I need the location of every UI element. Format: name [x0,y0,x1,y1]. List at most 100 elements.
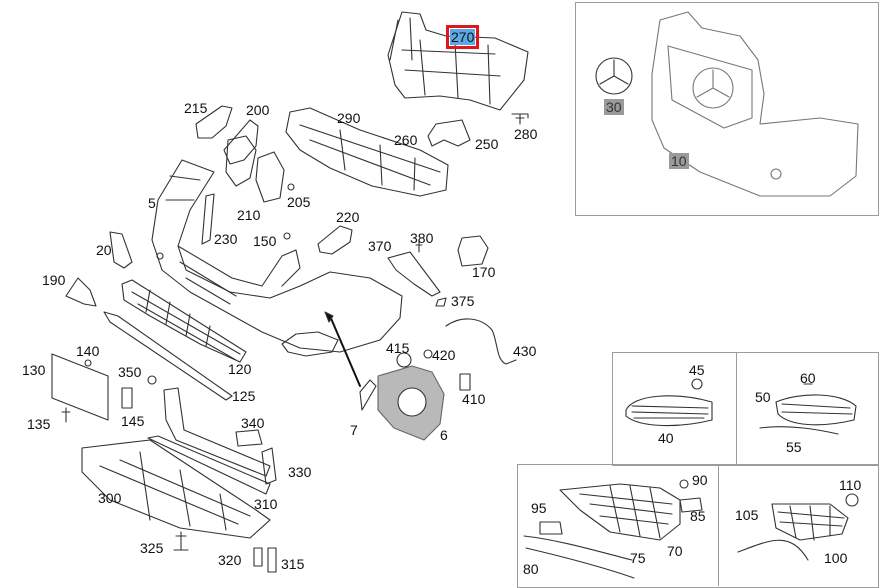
callout-55[interactable]: 55 [786,439,802,455]
part-150-clip[interactable] [283,232,291,240]
part-350-screw[interactable] [147,375,157,385]
part-200-bracket[interactable] [223,119,259,165]
callout-110[interactable]: 110 [839,477,862,493]
callout-220[interactable]: 220 [336,209,360,225]
callout-310[interactable]: 310 [254,496,278,512]
callout-30[interactable]: 30 [604,99,624,115]
callout-75[interactable]: 75 [630,550,646,566]
callout-350[interactable]: 350 [118,364,142,380]
callout-105[interactable]: 105 [735,507,759,523]
part-315-clip[interactable] [267,547,277,573]
part-300-undertray[interactable] [81,439,271,539]
part-55-strip[interactable] [759,426,839,435]
part-270-bracket[interactable] [387,11,529,111]
callout-325[interactable]: 325 [140,540,164,556]
callout-430[interactable]: 430 [513,343,537,359]
part-135-screw[interactable] [61,407,71,423]
callout-190[interactable]: 190 [42,272,66,288]
callout-210[interactable]: 210 [237,207,261,223]
callout-205[interactable]: 205 [287,194,311,210]
callout-125[interactable]: 125 [232,388,256,404]
callout-230[interactable]: 230 [214,231,238,247]
callout-415[interactable]: 415 [386,340,410,356]
callout-300[interactable]: 300 [98,490,122,506]
callout-330[interactable]: 330 [288,464,312,480]
part-310-rail[interactable] [147,435,271,495]
callout-120[interactable]: 120 [228,361,252,377]
part-370-bracket[interactable] [387,251,441,297]
part-430-harness[interactable] [445,318,517,365]
part-220-bracket[interactable] [317,225,353,255]
callout-260[interactable]: 260 [394,132,418,148]
part-230-strip[interactable] [201,193,215,245]
part-325-screw[interactable] [173,531,189,551]
part-410-connector[interactable] [459,373,471,391]
part-375-clip[interactable] [435,297,447,307]
part-140-clip[interactable] [84,359,92,367]
callout-5[interactable]: 5 [148,195,156,211]
callout-140[interactable]: 140 [76,343,100,359]
part-190-trim[interactable] [65,277,97,307]
part-70-fog-grille[interactable] [559,483,681,541]
callout-135[interactable]: 135 [27,416,51,432]
callout-70[interactable]: 70 [667,543,683,559]
part-125-strip[interactable] [103,311,233,401]
part-210-bracket[interactable] [225,135,285,203]
callout-7[interactable]: 7 [350,422,358,438]
callout-10[interactable]: 10 [669,153,689,169]
callout-370[interactable]: 370 [368,238,392,254]
callout-130[interactable]: 130 [22,362,46,378]
callout-270[interactable]: 270 [445,25,480,49]
part-110-clip[interactable] [845,493,859,507]
part-380-screw[interactable] [415,239,423,253]
callout-50[interactable]: 50 [755,389,771,405]
part-290-crossmember[interactable] [285,107,449,197]
callout-250[interactable]: 250 [475,136,499,152]
part-80-strip[interactable] [525,547,635,579]
callout-290[interactable]: 290 [337,110,361,126]
part-45-clip[interactable] [691,378,703,390]
callout-215[interactable]: 215 [184,100,208,116]
part-120-lower-grille[interactable] [121,279,247,363]
callout-80[interactable]: 80 [523,561,539,577]
part-100-fog-grille[interactable] [771,503,849,541]
part-170-cover[interactable] [457,235,489,267]
callout-410[interactable]: 410 [462,391,486,407]
callout-420[interactable]: 420 [432,347,456,363]
callout-90[interactable]: 90 [692,472,708,488]
part-205-clip[interactable] [287,183,295,191]
part-50-foglamp-trim[interactable] [775,394,857,426]
callout-380[interactable]: 380 [410,230,434,246]
callout-280[interactable]: 280 [514,126,538,142]
part-215-bracket[interactable] [195,105,233,139]
part-30-star-emblem[interactable] [595,57,633,95]
callout-150[interactable]: 150 [253,233,277,249]
callout-375[interactable]: 375 [451,293,475,309]
callout-170[interactable]: 170 [472,264,496,280]
part-20-cap[interactable] [109,231,133,269]
callout-100[interactable]: 100 [824,550,848,566]
callout-145[interactable]: 145 [121,413,145,429]
part-7-trim[interactable] [359,379,377,411]
part-85-bracket[interactable] [679,497,703,513]
callout-95[interactable]: 95 [531,500,547,516]
callout-315[interactable]: 315 [281,556,305,572]
part-250-bracket[interactable] [427,119,471,147]
part-130-plate-holder[interactable] [51,353,109,421]
callout-60[interactable]: 60 [800,370,816,386]
part-415-sensor[interactable] [396,352,412,368]
callout-45[interactable]: 45 [689,362,705,378]
part-75-strip[interactable] [523,535,633,561]
part-6-fog-bezel[interactable] [377,365,445,441]
part-420-clip[interactable] [423,349,433,359]
part-145-bracket[interactable] [121,387,133,409]
callout-320[interactable]: 320 [218,552,242,568]
part-280-screw[interactable] [511,113,529,125]
callout-340[interactable]: 340 [241,415,265,431]
part-340-cover[interactable] [235,429,263,447]
part-105-strip[interactable] [737,539,809,561]
callout-40[interactable]: 40 [658,430,674,446]
callout-20[interactable]: 20 [96,242,112,258]
callout-200[interactable]: 200 [246,102,270,118]
part-5-bumper-cover[interactable] [151,159,403,357]
